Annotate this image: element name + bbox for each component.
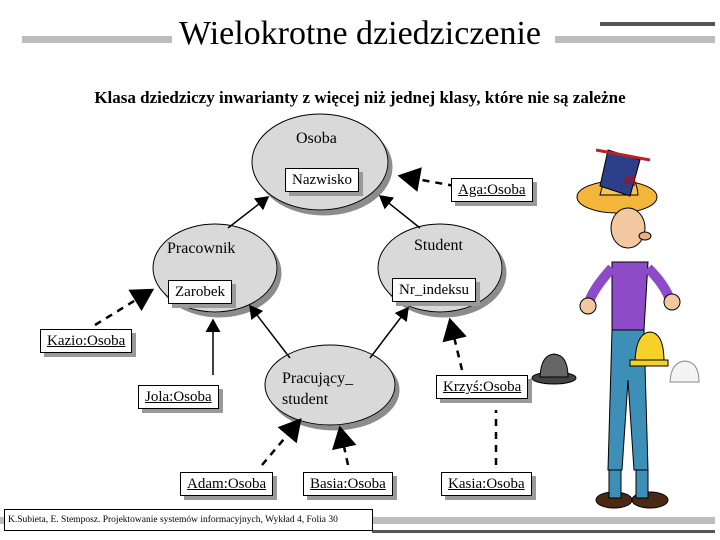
pracownik-to-osoba-arrow <box>227 196 270 229</box>
pracujacy-to-pracownik-arrow <box>249 304 291 359</box>
svg-text:M: M <box>624 174 636 190</box>
krzys-instance-arrow <box>442 317 467 371</box>
page-subtitle: Klasa dziedziczy inwarianty z więcej niż… <box>94 88 626 107</box>
pracujacy-student-ellipse <box>264 344 396 426</box>
person-with-hats-clipart: M <box>531 148 700 509</box>
adam-instance-arrow <box>261 418 302 466</box>
object-basia: Basia:Osoba <box>303 472 393 496</box>
footer-citation: K.Subieta, E. Stemposz. Projektowanie sy… <box>4 509 373 531</box>
object-kazio: Kazio:Osoba <box>40 329 133 353</box>
osoba-class-name: Osoba <box>296 130 337 147</box>
aga-instance-arrow <box>397 167 456 192</box>
header-bar-top-right <box>600 22 715 26</box>
header-bar-left <box>22 36 172 43</box>
object-aga: Aga:Osoba <box>451 178 533 202</box>
pracownik-attribute-zarobek: Zarobek <box>168 280 232 304</box>
footer-bar-right-dark <box>372 530 715 533</box>
page-title: Wielokrotne dziedziczenie <box>178 15 542 52</box>
student-attribute-nr-indeksu: Nr_indeksu <box>392 278 476 302</box>
osoba-attribute-nazwisko: Nazwisko <box>285 168 359 192</box>
header-bar-right <box>555 36 715 43</box>
object-krzys: Krzyś:Osoba <box>436 375 529 399</box>
pracujacy-to-student-arrow <box>369 306 409 359</box>
object-adam: Adam:Osoba <box>180 472 274 496</box>
student-to-osoba-arrow <box>378 195 421 229</box>
student-class-name: Student <box>414 237 463 254</box>
footer-bar-right <box>372 517 715 524</box>
pracujacy-student-class-name: Pracujący_ student <box>282 370 354 408</box>
pracownik-class-name: Pracownik <box>167 240 236 257</box>
object-kasia: Kasia:Osoba <box>441 472 532 496</box>
basia-instance-arrow <box>332 425 357 466</box>
kazio-instance-arrow <box>94 288 155 327</box>
osoba-ellipse <box>251 113 389 211</box>
object-jola: Jola:Osoba <box>138 385 219 409</box>
